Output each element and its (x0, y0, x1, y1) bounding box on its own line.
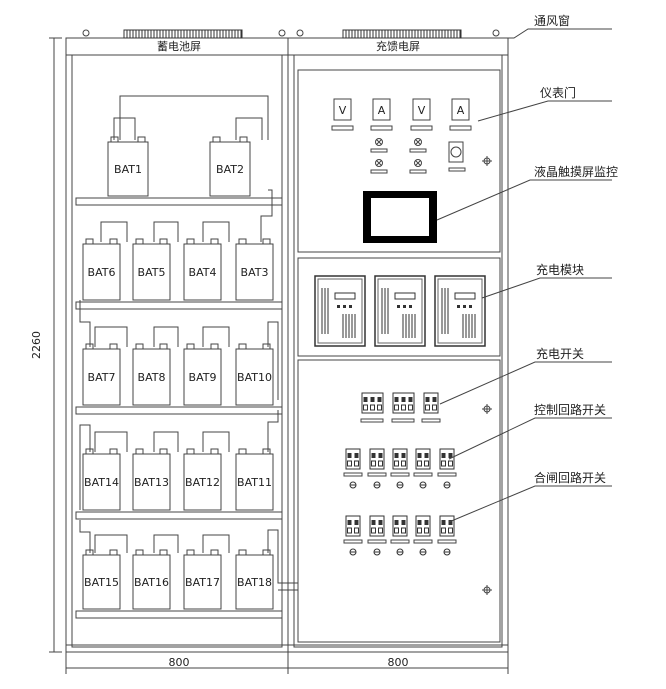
charging-module (434, 275, 486, 347)
meter-icon: V (331, 98, 354, 131)
meter-icon: A (449, 98, 472, 131)
breaker-switch (439, 515, 455, 537)
breaker-switch (415, 515, 431, 537)
battery-cell: BAT7 (82, 343, 121, 406)
battery-label: BAT3 (241, 266, 269, 279)
battery-label: BAT11 (237, 476, 272, 489)
battery-cell: BAT9 (183, 343, 222, 406)
callout-vent: 通风窗 (534, 14, 570, 28)
battery-label: BAT13 (134, 476, 169, 489)
battery-cell: BAT13 (132, 448, 171, 511)
battery-cell: BAT11 (235, 448, 274, 511)
breaker-switch (423, 392, 439, 414)
battery-cell: BAT6 (82, 238, 121, 301)
battery-label: BAT15 (84, 576, 119, 589)
knob-icon (396, 548, 404, 556)
breaker-switch (415, 448, 431, 470)
battery-cell: BAT8 (132, 343, 171, 406)
battery-cell: BAT2 (209, 136, 251, 197)
knob-icon (419, 548, 427, 556)
meter-symbol: A (378, 104, 386, 117)
breaker-switch (369, 448, 385, 470)
battery-shelves (75, 197, 283, 619)
knob-icon (419, 481, 427, 489)
battery-cell: BAT15 (82, 549, 121, 610)
callout-leaders (436, 28, 612, 523)
battery-cell: BAT14 (82, 448, 121, 511)
battery-wiring (79, 95, 298, 591)
knob-icon (349, 481, 357, 489)
knob-icon (443, 481, 451, 489)
charging-module (314, 275, 366, 347)
battery-label: BAT12 (185, 476, 220, 489)
knob-icon (373, 481, 381, 489)
battery-label: BAT8 (138, 371, 166, 384)
battery-cell: BAT4 (183, 238, 222, 301)
switch-group (343, 392, 457, 556)
battery-cell: BAT1 (107, 136, 149, 197)
screw-icon (482, 404, 492, 595)
battery-cell: BAT5 (132, 238, 171, 301)
vent-right (342, 29, 462, 39)
meter-icon: V (410, 98, 433, 131)
battery-label: BAT6 (88, 266, 116, 279)
battery-label: BAT10 (237, 371, 272, 384)
right-width-label: 800 (388, 656, 409, 669)
callout-charging-module: 充电模块 (536, 262, 584, 277)
width-dimension (65, 652, 509, 674)
battery-label: BAT5 (138, 266, 166, 279)
battery-label: BAT1 (114, 163, 142, 176)
knob-icon (373, 548, 381, 556)
battery-cell: BAT17 (183, 549, 222, 610)
callout-charge-switch: 充电开关 (536, 346, 584, 361)
meter-symbol: A (457, 104, 465, 117)
left-width-label: 800 (169, 656, 190, 669)
breaker-switch (345, 515, 361, 537)
battery-cell: BAT12 (183, 448, 222, 511)
battery-label: BAT2 (216, 163, 244, 176)
battery-label: BAT4 (189, 266, 217, 279)
breaker-switch (345, 448, 361, 470)
knob-icon (349, 548, 357, 556)
callout-control-switch: 控制回路开关 (534, 402, 606, 417)
breaker-switch (392, 448, 408, 470)
breaker-switch (361, 392, 384, 414)
battery-label: BAT9 (189, 371, 217, 384)
knob-icon (443, 548, 451, 556)
indicator-lights (370, 138, 466, 174)
screw-icon (482, 156, 492, 166)
battery-cell: BAT3 (235, 238, 274, 301)
meter-door-panel (297, 69, 501, 253)
breaker-switch (369, 515, 385, 537)
battery-label: BAT18 (237, 576, 272, 589)
breaker-switch (439, 448, 455, 470)
battery-label: BAT17 (185, 576, 220, 589)
callout-closing-switch: 合闸回路开关 (534, 470, 606, 485)
battery-label: BAT14 (84, 476, 119, 489)
charging-module-panel (297, 257, 501, 357)
callout-lcd-monitor: 液晶触摸屏监控 (534, 164, 618, 179)
battery-cell: BAT16 (132, 549, 171, 610)
battery-cabinet-title: 蓄电池屏 (157, 40, 201, 53)
charging-modules (314, 275, 486, 347)
meter-symbol: V (339, 104, 347, 117)
height-dimension (49, 37, 62, 653)
meter-symbol: V (418, 104, 426, 117)
battery-cell: BAT18 (235, 549, 274, 610)
vent-left (123, 29, 243, 39)
battery-label: BAT7 (88, 371, 116, 384)
battery-label: BAT16 (134, 576, 169, 589)
callout-meter-door: 仪表门 (540, 85, 576, 100)
breaker-switch (392, 515, 408, 537)
charging-module (374, 275, 426, 347)
battery-cell: BAT10 (235, 343, 274, 406)
height-label: 2260 (30, 331, 43, 359)
feeder-cabinet-title: 充馈电屏 (376, 39, 420, 53)
breaker-switch (392, 392, 415, 414)
knob-icon (396, 481, 404, 489)
meter-icon: A (370, 98, 393, 131)
